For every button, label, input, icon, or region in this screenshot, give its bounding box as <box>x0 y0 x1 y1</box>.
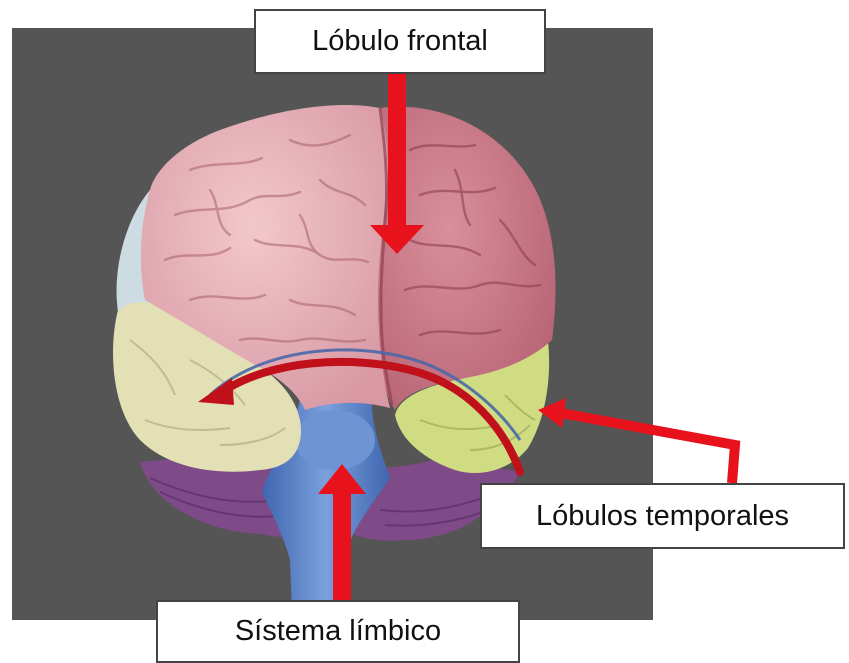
label-frontal-lobe: Lóbulo frontal <box>254 9 546 74</box>
pons <box>295 410 375 470</box>
label-limbic-system: Sístema límbico <box>156 600 520 663</box>
frontal-arrow-shaft <box>388 74 406 229</box>
limbic-arrow-shaft <box>333 486 351 600</box>
label-temporal-lobes: Lóbulos temporales <box>480 483 845 549</box>
